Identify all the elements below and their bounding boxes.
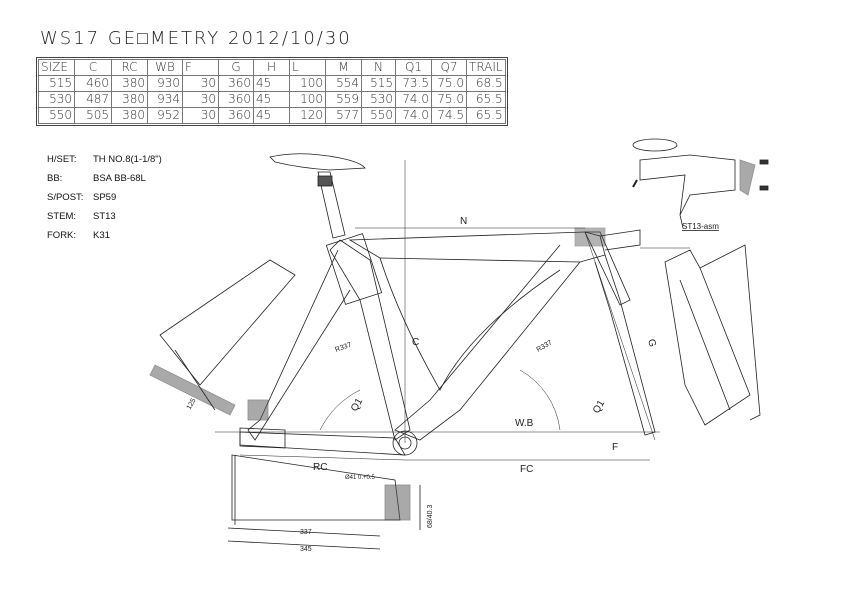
geometry-table: SIZE C RC WB F G H L M N Q1 Q7 TRAIL 515… xyxy=(36,57,508,126)
main-frame xyxy=(239,227,656,456)
cell: 515 xyxy=(361,75,396,92)
cell: 74.0 xyxy=(395,107,432,124)
seatstay-detail xyxy=(149,259,296,416)
cell: 74.5 xyxy=(431,107,467,124)
label-125: 125 xyxy=(186,397,198,411)
cell: 120 xyxy=(289,107,326,124)
cell: 73.5 xyxy=(395,75,432,92)
spec-key: S/POST: xyxy=(47,192,84,203)
spec-value: BSA BB-68L xyxy=(93,173,146,184)
chainstay-detail xyxy=(227,454,421,550)
spec-value: ST13 xyxy=(93,211,116,222)
cell: 360 xyxy=(218,75,254,92)
label-bb-dia: Ø41 0.+0.5 xyxy=(345,475,376,481)
spec-value: K31 xyxy=(93,230,110,241)
label-f: F xyxy=(612,442,618,453)
dimension-lines xyxy=(215,160,690,461)
label-bb-width: 68/40.3 xyxy=(427,505,434,528)
cell: 75.0 xyxy=(431,91,467,108)
cell: 360 xyxy=(218,91,254,108)
cell: 487 xyxy=(74,91,112,108)
spec-value: TH NO.8(1-1/8") xyxy=(93,154,162,165)
label-rc: RC xyxy=(313,462,327,473)
label-g: G xyxy=(645,338,658,349)
col-header: SIZE xyxy=(38,59,75,76)
cell: 930 xyxy=(147,75,183,92)
spec-key: BB: xyxy=(47,173,63,184)
label-fc: FC xyxy=(520,464,533,475)
cell: 380 xyxy=(111,91,148,108)
label-q1-front: Q1 xyxy=(591,398,607,415)
fork-detail xyxy=(664,244,761,426)
label-337: 337 xyxy=(300,529,312,536)
drawing-labels: N C RC FC W.B F Q1 Q1 G R337 R337 ST13-a… xyxy=(186,216,720,553)
saddle-seatpost xyxy=(269,153,366,239)
cell: 65.5 xyxy=(466,91,506,108)
label-r337-b: R337 xyxy=(536,339,554,353)
spec-key: H/SET: xyxy=(47,154,77,165)
cell: 550 xyxy=(361,107,396,124)
cell: 554 xyxy=(325,75,362,92)
label-stem-asm: ST13-asm xyxy=(682,222,719,231)
cell: 515 xyxy=(38,75,75,92)
label-c: C xyxy=(412,337,419,348)
label-wb: W.B xyxy=(515,418,534,429)
label-r337-a: R337 xyxy=(334,342,352,354)
cell: 68.5 xyxy=(466,75,506,92)
cell: 65.5 xyxy=(466,107,506,124)
spec-key: STEM: xyxy=(47,211,77,222)
cell: 550 xyxy=(38,107,75,124)
cell: 530 xyxy=(361,91,396,108)
cell: 45 xyxy=(253,107,290,124)
table-header-row: SIZE C RC WB F G H L M N Q1 Q7 TRAIL xyxy=(38,59,506,76)
label-q1-rear: Q1 xyxy=(349,396,365,413)
drawing-title: WS17 GE□METRY 2012/10/30 xyxy=(40,28,352,49)
cell: 505 xyxy=(74,107,112,124)
label-n: N xyxy=(460,216,467,227)
spec-key: FORK: xyxy=(47,230,77,241)
stem-assembly-detail xyxy=(632,138,769,229)
spec-value: SP59 xyxy=(93,192,117,203)
label-345: 345 xyxy=(300,546,312,553)
cell: 30 xyxy=(182,107,219,124)
